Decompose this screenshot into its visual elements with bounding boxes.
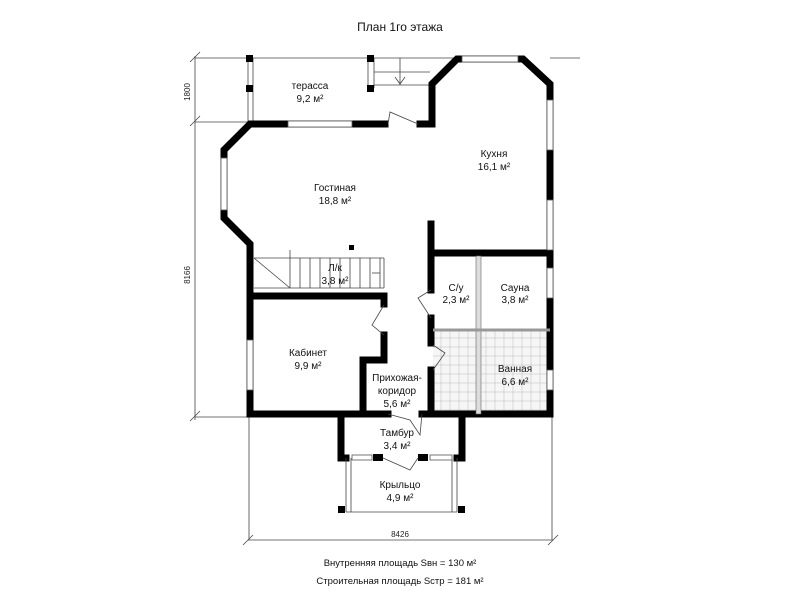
room-name: Л/к xyxy=(328,263,342,274)
room-area: 9,9 м² xyxy=(295,361,323,372)
room-name: Сауна xyxy=(501,283,530,294)
room-area: 4,9 м² xyxy=(387,493,415,504)
building-area: Строительная площадь Sстр = 181 м² xyxy=(316,576,483,587)
room-labels: терасса 9,2 м² Кухня 16,1 м² Гостиная 18… xyxy=(289,81,532,504)
dim-width: 8426 xyxy=(391,530,409,539)
room-name: Кабинет xyxy=(289,347,327,359)
plan-title: План 1го этажа xyxy=(357,20,443,34)
room-area: 9,2 м² xyxy=(297,94,325,105)
dimension-lines xyxy=(189,51,580,546)
room-name: Ванная xyxy=(498,364,532,375)
room-area: 3,8 м² xyxy=(322,276,350,287)
room-area: 3,4 м² xyxy=(384,441,412,452)
doors xyxy=(371,111,446,471)
dim-depth: 8166 xyxy=(183,266,192,284)
room-area: 16,1 м² xyxy=(478,162,511,173)
room-name: терасса xyxy=(292,81,329,92)
dim-terrace: 1800 xyxy=(183,83,192,101)
room-name: Тамбур xyxy=(380,427,414,439)
room-area: 5,6 м² xyxy=(384,399,412,410)
room-area: 6,6 м² xyxy=(502,377,530,388)
room-name: Крыльцо xyxy=(380,480,421,491)
internal-area: Внутренняя площадь Sвн = 130 м² xyxy=(324,558,477,569)
room-area: 18,8 м² xyxy=(319,196,352,207)
room-name: коридор xyxy=(378,386,417,397)
room-name: Прихожая- xyxy=(372,373,422,384)
room-area: 2,3 м² xyxy=(443,295,471,306)
windows xyxy=(220,55,554,461)
terrace xyxy=(246,55,455,122)
room-area: 3,8 м² xyxy=(502,295,530,306)
stairs xyxy=(253,250,385,289)
room-name: Кухня xyxy=(481,149,508,160)
bathroom-tiles xyxy=(433,330,550,414)
room-name: Гостиная xyxy=(314,183,356,194)
room-name: С/у xyxy=(449,283,464,294)
